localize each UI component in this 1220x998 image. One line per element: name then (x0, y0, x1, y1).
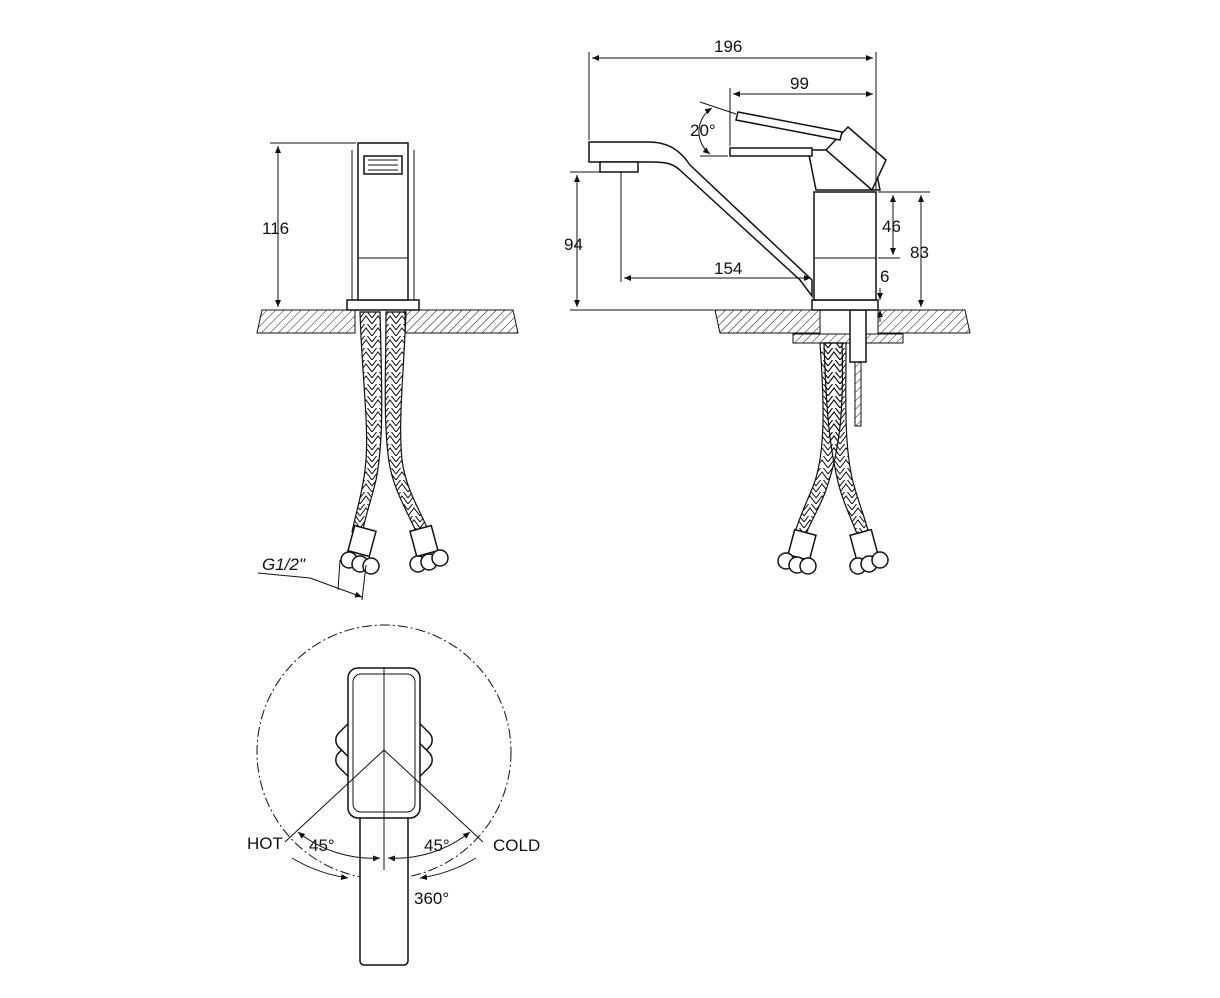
dim-spout-projection: 154 (714, 259, 742, 278)
side-mounting-nut (849, 309, 867, 363)
dim-body-height: 46 (882, 217, 901, 236)
cold-label: COLD (493, 836, 540, 855)
side-lever-horizontal (729, 147, 813, 157)
front-base-plate (346, 299, 420, 311)
side-faucet-body (813, 191, 877, 301)
dim-total-length: 196 (714, 37, 742, 56)
side-hose-right (823, 342, 871, 543)
side-view: 196 99 20° 94 154 46 83 6 (564, 37, 971, 575)
dim-lever-reach: 99 (790, 74, 809, 93)
side-fitting-left (777, 528, 817, 575)
side-base-plate (811, 299, 879, 311)
front-hose-left (351, 311, 383, 536)
cold-angle-label: 45° (424, 836, 450, 855)
dim-arc-20 (698, 107, 713, 155)
rotation-label: 360° (414, 889, 449, 908)
front-fitting-left (340, 524, 380, 575)
front-hose-right (384, 311, 429, 535)
dim-overall-height: 83 (910, 243, 929, 262)
cold-angle-arc (387, 831, 471, 862)
dim-lever-angle: 20° (690, 121, 716, 140)
dim-front-height: 116 (262, 219, 289, 238)
side-countertop-right (877, 309, 971, 334)
top-view: HOT 45° 45° COLD 360° (247, 624, 540, 966)
dim-spout-height: 94 (564, 235, 583, 254)
thread-size-label: G1/2" (262, 555, 306, 574)
dim-base-thickness: 6 (880, 267, 889, 286)
side-mounting-bracket (792, 333, 904, 344)
side-mounting-rod (854, 361, 862, 427)
side-countertop-left (714, 309, 821, 334)
front-countertop (256, 309, 356, 334)
front-fitting-right (409, 524, 449, 573)
side-fitting-right (849, 528, 889, 575)
hot-angle-arc (297, 831, 381, 862)
hot-angle-label: 45° (309, 836, 335, 855)
side-spout (588, 141, 813, 299)
front-countertop-right (404, 309, 519, 334)
front-view: 116 G1/2" (256, 142, 519, 601)
side-lever-raised (735, 111, 843, 141)
hot-label: HOT (247, 834, 283, 853)
side-spout-outlet (599, 161, 639, 173)
